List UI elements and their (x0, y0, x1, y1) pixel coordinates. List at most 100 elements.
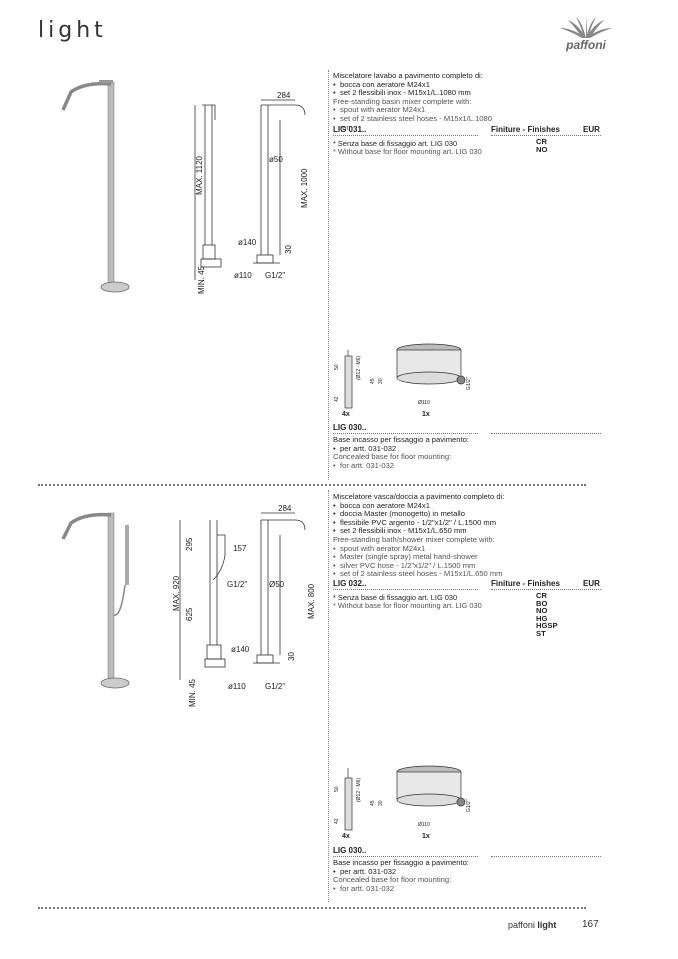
dim-width: 284 (278, 504, 292, 513)
description-it-title: Miscelatore lavabo a pavimento completo … (333, 71, 483, 80)
product-code: LIG 031.. (333, 125, 367, 134)
note-it: * Senza base di fissaggio art. LIG 030 (333, 139, 458, 148)
basin-mixer-side-view (194, 99, 306, 280)
base-dim-30: 30 (378, 800, 384, 806)
dim-thread-top: G1/2" (227, 580, 247, 589)
finish-code: HG (536, 613, 548, 623)
base-dim-42: 42 (334, 818, 340, 824)
base-qty-1x: 1x (422, 833, 430, 840)
product-note: * Senza base di fissaggio art. LIG 030 *… (333, 593, 483, 611)
base-en-title: Concealed base for floor mounting: (333, 875, 452, 885)
brand-logo-text: paffoni (566, 38, 606, 52)
dim-max-height: MAX. 920 (172, 575, 181, 611)
base-it-title: Base incasso per fissaggio a pavimento: (333, 858, 469, 867)
product-lig032-drawings: 284 295 157 G1/2" MAX. 920 625 Ø50 MAX. … (61, 504, 316, 707)
section-separator (38, 907, 586, 909)
dim-base-diameter: ø140 (238, 238, 257, 247)
paffoni-fan-icon (560, 16, 612, 38)
finishes-label: Finiture - Finishes (491, 579, 560, 588)
dim-width: 284 (277, 91, 291, 100)
note-it: * Senza base di fissaggio art. LIG 030 (333, 593, 458, 602)
finishes-list: CR BO NO HG HGSP ST (536, 592, 558, 638)
base-dim-30: 30 (378, 378, 384, 384)
page-number: 167 (582, 919, 599, 930)
base-qty-4x: 4x (342, 411, 350, 418)
column-divider (328, 70, 329, 480)
dim-max-height-2: MAX. 800 (307, 583, 316, 619)
base-qty-1x: 1x (422, 411, 430, 418)
description-en-item: set of 2 stainless steel hoses - M15x1/L… (333, 114, 493, 132)
dim-diameter: Ø50 (269, 580, 285, 589)
dim-max-height-2: MAX. 1000 (300, 168, 309, 208)
base-description: Base incasso per fissaggio a pavimento: … (333, 858, 493, 893)
finish-code: CR (536, 137, 547, 146)
currency-label: EUR (583, 579, 600, 588)
brand-logo: paffoni (556, 16, 616, 52)
base-dim-g12: G1/2" (466, 799, 472, 812)
dim-625: 625 (185, 607, 194, 621)
base-code: LIG 030.. (333, 423, 367, 432)
divider (333, 135, 478, 136)
product-description: Miscelatore vasca/doccia a pavimento com… (333, 492, 533, 579)
base-it-item: per artt. 031-032 (333, 867, 493, 877)
currency-label: EUR (583, 125, 600, 134)
description-en-title: Free-standing bath/shower mixer complete… (333, 534, 495, 544)
finish-code: NO (536, 606, 548, 616)
dim-295: 295 (185, 537, 194, 551)
finish-code: BO (536, 598, 548, 608)
divider (333, 433, 478, 434)
column-divider (328, 490, 329, 902)
dim-30: 30 (287, 652, 296, 661)
base-drawing: 50 42 (Ø12 - M6) 45 30 Ø110 G1/2" 4x 1x (334, 765, 472, 840)
product-note: * Senza base di fissaggio art. LIG 030 *… (333, 139, 483, 157)
base-dim-45: 45 (370, 800, 376, 806)
base-it-item: per artt. 031-032 (333, 444, 493, 454)
dim-min: MIN. 45 (188, 678, 197, 707)
finishes-label: Finiture - Finishes (491, 125, 560, 134)
finish-code: NO (536, 144, 548, 154)
base-description: Base incasso per fissaggio a pavimento: … (333, 435, 493, 471)
description-en-title: Free-standing basin mixer complete with: (333, 96, 472, 106)
base-dim-g12: G1/2" (466, 377, 472, 390)
description-en-item: spout with aerator M24x1 (333, 106, 493, 115)
description-it-title: Miscelatore vasca/doccia a pavimento com… (333, 492, 505, 501)
divider (491, 135, 601, 136)
base-drawing: 50 42 (Ø12 - M6) 45 30 Ø110 G1/2" 4x 1x (334, 343, 472, 418)
description-en-item: Master (single spray) metal hand-shower (333, 553, 533, 562)
dim-inner-diameter: ø110 (234, 271, 252, 280)
footer-brand: paffoni light (508, 920, 556, 930)
description-en-item: spout with aerator M24x1 (333, 544, 533, 554)
base-dim-50: 50 (334, 364, 340, 370)
description-it-item: flessibile PVC argento - 1/2"x1/2" / L.1… (333, 518, 533, 528)
base-dim-42: 42 (334, 396, 340, 402)
footer-series: light (537, 920, 557, 930)
dim-inner-diameter: ø110 (228, 682, 246, 691)
description-it-item: doccia Master (monogetto) in metallo (333, 510, 533, 519)
product-code: LIG 032.. (333, 579, 367, 588)
base-qty-4x: 4x (342, 833, 350, 840)
basin-mixer-photo (61, 80, 130, 293)
section-separator (38, 484, 586, 486)
description-it-item: bocca con aeratore M24x1 (333, 80, 493, 90)
divider (491, 856, 601, 857)
bath-mixer-side-view (179, 512, 306, 680)
base-dim-110: Ø110 (418, 400, 430, 406)
footer-brand-name: paffoni (508, 920, 535, 930)
description-it-item: set 2 flessibili inox - M15x1/L.650 mm (333, 527, 533, 536)
base-dim-m6: (Ø12 - M6) (356, 777, 362, 802)
description-it-item: set 2 flessibili inox - M15x1/L.1080 mm (333, 89, 493, 98)
note-en: * Without base for floor mounting art. L… (333, 601, 482, 611)
divider (491, 589, 601, 590)
product-lig031-drawings: 284 ø50 MAX. 1120 MAX. 1000 ø140 30 MIN.… (61, 80, 309, 294)
dim-base-diameter: ø140 (231, 645, 250, 654)
finishes-list: CR NO (536, 138, 547, 153)
dim-min: MIN. 45 (197, 265, 206, 294)
divider (333, 856, 478, 857)
dim-thread: G1/2" (265, 682, 285, 691)
dim-max-height: MAX. 1120 (195, 155, 204, 195)
base-dim-45: 45 (370, 378, 376, 384)
note-en: * Without base for floor mounting art. L… (333, 147, 482, 157)
dim-157: 157 (233, 544, 247, 553)
page-title: light (38, 18, 107, 43)
base-en-item: for artt. 031-032 (333, 461, 493, 471)
